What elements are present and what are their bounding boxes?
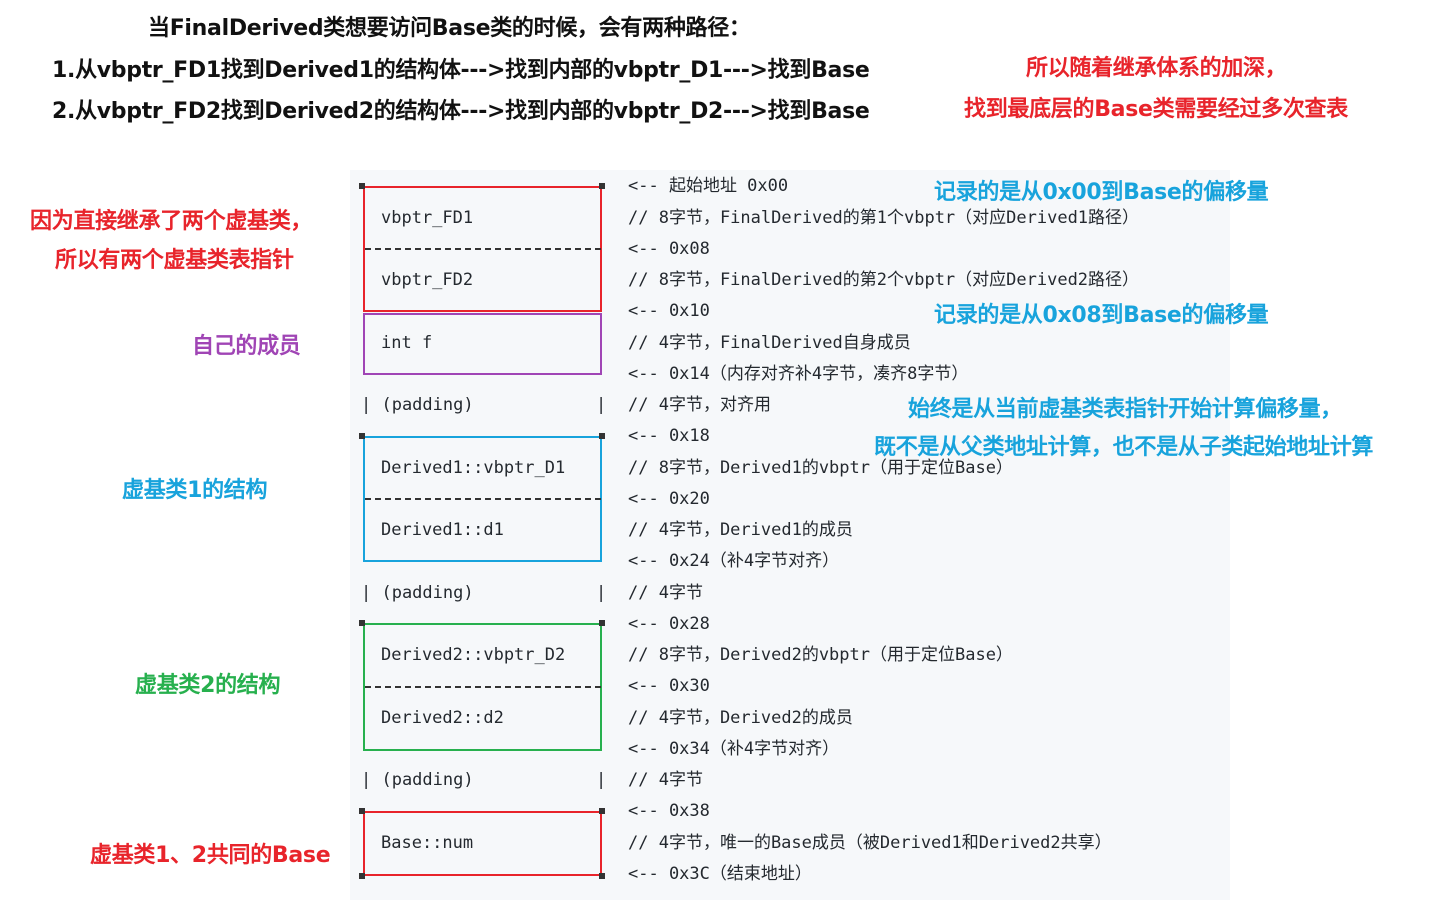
separator-d2 [365,686,601,688]
comment-derived2-vbptr: // 8字节，Derived2的vbptr（用于定位Base） [628,645,1013,665]
separator-d1 [365,498,601,500]
derived1-box [363,436,602,562]
cell-int-f: int f [381,333,433,353]
corner-tick [359,433,365,439]
corner-tick [599,808,605,814]
cell-padding-1: | (padding) [361,395,474,415]
corner-tick [599,873,605,879]
cell-padding-3: | (padding) [361,770,474,790]
addr-0x34: <-- 0x34（补4字节对齐） [628,739,840,759]
corner-tick [359,808,365,814]
note-offset-rule-2: 既不是从父类地址计算，也不是从子类起始地址计算 [874,435,1374,460]
comment-padding-3: // 4字节 [628,770,703,790]
vbptr-fd-box [363,186,602,312]
comment-padding-1: // 4字节，对齐用 [628,395,771,415]
note-inheritance-depth-1: 所以随着继承体系的加深， [1026,56,1287,81]
header-line-1: 当FinalDerived类想要访问Base类的时候，会有两种路径： [148,16,751,41]
cell-padding-2-right: | [596,583,607,603]
derived2-box [363,623,602,751]
cell-padding-3-right: | [596,770,607,790]
corner-tick [359,873,365,879]
base-box [363,811,602,876]
corner-tick [599,183,605,189]
cell-derived1-d1: Derived1::d1 [381,520,504,540]
corner-tick [359,620,365,626]
note-vbase1-struct: 虚基类1的结构 [122,478,268,503]
note-two-vbptr-1: 因为直接继承了两个虚基类， [30,209,313,234]
cell-derived2-vbptr: Derived2::vbptr_D2 [381,645,566,665]
note-shared-base: 虚基类1、2共同的Base [90,843,331,868]
separator-fd1-fd2 [365,248,601,250]
corner-tick [599,433,605,439]
corner-tick [599,620,605,626]
addr-0x30: <-- 0x30 [628,676,710,696]
cell-padding-1-right: | [596,395,607,415]
cell-vbptr-fd1: vbptr_FD1 [381,208,474,228]
note-offset-from-08: 记录的是从0x08到Base的偏移量 [934,303,1269,328]
comment-vbptr-fd2: // 8字节，FinalDerived的第2个vbptr（对应Derived2路… [628,270,1140,290]
addr-0x10: <-- 0x10 [628,301,710,321]
corner-tick [359,183,365,189]
addr-0x14: <-- 0x14（内存对齐补4字节，凑齐8字节） [628,364,969,384]
addr-0x18: <-- 0x18 [628,426,710,446]
header-line-3: 2.从vbptr_FD2找到Derived2的结构体--->找到内部的vbptr… [52,99,870,124]
note-vbase2-struct: 虚基类2的结构 [135,673,281,698]
note-own-member: 自己的成员 [192,334,301,359]
addr-0x3c: <-- 0x3C（结束地址） [628,864,812,884]
comment-vbptr-fd1: // 8字节，FinalDerived的第1个vbptr（对应Derived1路… [628,208,1140,228]
addr-0x20: <-- 0x20 [628,489,710,509]
comment-derived2-d2: // 4字节，Derived2的成员 [628,708,853,728]
addr-0x00: <-- 起始地址 0x00 [628,176,789,196]
addr-0x08: <-- 0x08 [628,239,710,259]
comment-int-f: // 4字节，FinalDerived自身成员 [628,333,911,353]
note-offset-rule-1: 始终是从当前虚基类表指针开始计算偏移量， [908,397,1343,422]
comment-derived1-vbptr: // 8字节，Derived1的vbptr（用于定位Base） [628,458,1013,478]
note-offset-from-00: 记录的是从0x00到Base的偏移量 [934,180,1269,205]
comment-derived1-d1: // 4字节，Derived1的成员 [628,520,853,540]
comment-padding-2: // 4字节 [628,583,703,603]
addr-0x38: <-- 0x38 [628,801,710,821]
addr-0x24: <-- 0x24（补4字节对齐） [628,551,840,571]
note-two-vbptr-2: 所以有两个虚基类表指针 [55,248,294,273]
header-line-2: 1.从vbptr_FD1找到Derived1的结构体--->找到内部的vbptr… [52,58,870,83]
comment-base-num: // 4字节，唯一的Base成员（被Derived1和Derived2共享） [628,833,1112,853]
own-member-box [363,313,602,375]
cell-base-num: Base::num [381,833,474,853]
cell-derived1-vbptr: Derived1::vbptr_D1 [381,458,566,478]
addr-0x28: <-- 0x28 [628,614,710,634]
memory-layout-panel [350,170,1230,900]
cell-vbptr-fd2: vbptr_FD2 [381,270,474,290]
cell-derived2-d2: Derived2::d2 [381,708,504,728]
note-inheritance-depth-2: 找到最底层的Base类需要经过多次查表 [964,97,1348,122]
cell-padding-2: | (padding) [361,583,474,603]
